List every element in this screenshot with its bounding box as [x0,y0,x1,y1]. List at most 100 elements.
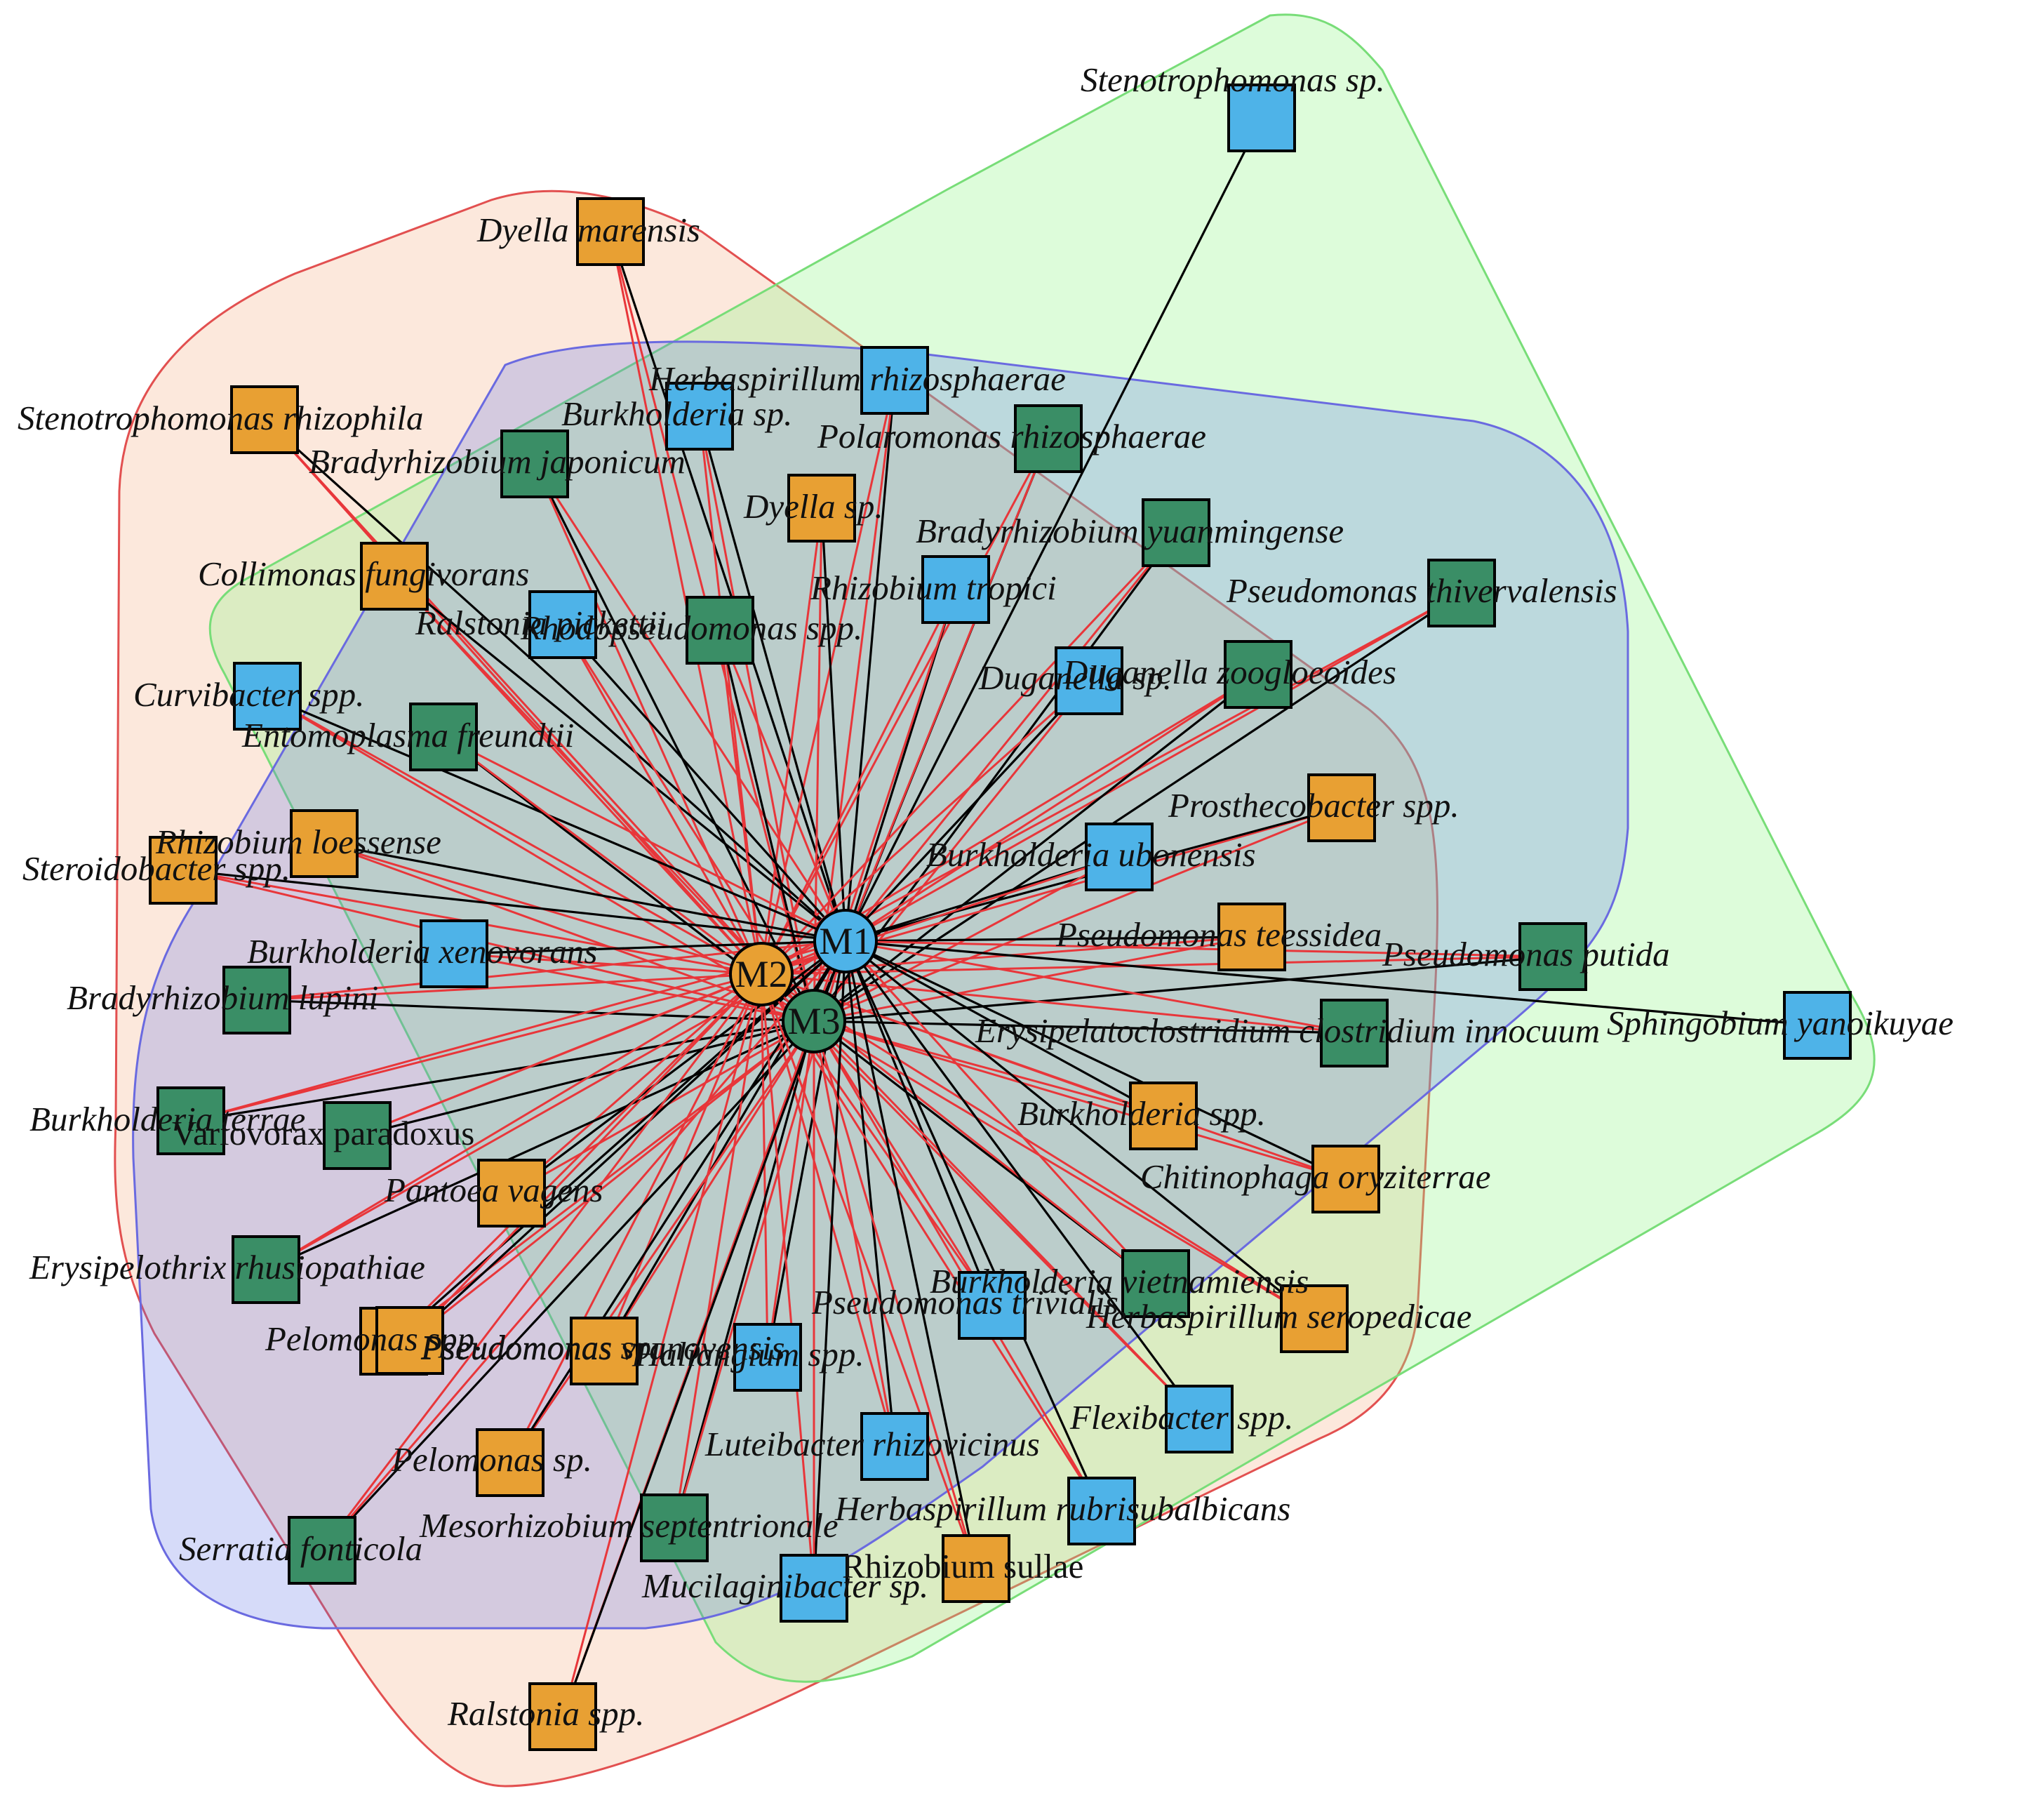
edge-m1-red [443,736,846,943]
edge-m3-black [813,955,1554,1023]
taxon-node [860,346,929,415]
taxon-node [1427,559,1496,627]
taxon-label: Rhodopseudomonas spp. [520,608,862,647]
taxon-square [375,1306,444,1375]
taxon-node [1142,498,1210,567]
edge-m2-red [761,955,1554,976]
taxon-square [476,1428,545,1497]
taxon-label: Curvibacter spp. [133,675,364,714]
taxon-square [222,966,291,1034]
edge-m2-red [719,630,763,975]
taxon-node [476,1428,545,1497]
taxon-label: Chitinophaga oryziterrae [1140,1157,1491,1196]
edge-m1-black [561,623,847,943]
taxon-node [528,590,597,659]
taxon-square [1055,646,1123,715]
edge-m3-red [603,1020,815,1352]
edge-m1-black [844,380,896,942]
taxon-square [1224,640,1292,709]
taxon-label: Mucilaginibacter sp. [641,1566,928,1605]
taxon-square [477,1159,546,1227]
edge-m1-red [321,940,847,1551]
edge-m3-red [813,1020,1103,1512]
edge-m3-black [673,1020,815,1529]
taxon-label: Prosthecobacter spp. [1168,786,1459,825]
taxon-square [1165,1385,1234,1453]
taxon-square [232,1235,300,1304]
edge-m1-black [182,869,846,943]
taxon-square [1311,1145,1380,1213]
edge-m1-red [845,592,1462,943]
taxon-node [1129,1082,1198,1150]
edge-m2-red [760,973,1201,1420]
edge-m2-red [561,624,763,975]
edge-m1-black [561,940,847,1717]
taxon-node [942,1534,1010,1603]
taxon-label: Pseudomonas teessidea [1055,915,1382,954]
edge-m2-red [760,589,957,975]
edge-m3-black [321,1020,815,1552]
taxon-square [570,1317,639,1385]
hub-circle [813,909,878,973]
edge-m1-red [844,438,1050,942]
edge-m1-black [263,418,847,943]
taxa-nodes: Stenotrophomonas sp. Dyella marensisHerba… [18,60,1953,1751]
hub-m1: M1 [813,909,878,973]
taxon-node [1311,1145,1380,1213]
edge-m2-red [760,507,823,975]
taxon-label: Stenotrophomonas sp. [1081,60,1385,99]
taxon-node [323,1101,392,1170]
taxon-label: Haliangium spp. [634,1335,864,1373]
taxon-label: Herbaspirillum rubrisubalbicans [834,1489,1290,1528]
edge-m2-red [408,973,763,1342]
edge-m2-red [263,418,763,976]
edge-m2-red [761,973,1355,1034]
taxon-node [1518,922,1587,991]
edge-m1-black [845,936,1253,943]
hub-m3: M3 [782,989,846,1053]
taxon-node [1121,1249,1190,1318]
taxon-label: Herbaspirillum seropedicae [1086,1297,1471,1336]
taxon-node [1055,646,1123,715]
edge-m2-red [256,973,762,1002]
taxon-label: Steroidobacter spp. [22,849,290,888]
taxon-node [222,966,291,1034]
taxon-label: Pelomonas sp. [391,1440,592,1479]
taxon-label: Rhizobium tropici [810,568,1057,607]
taxon-label: Stenotrophomonas rhizophila [18,399,424,437]
taxon-square [1067,1477,1136,1545]
taxon-label: Duganella zoogloeoides [1062,653,1396,691]
edge-m3-red [263,418,815,1023]
taxon-label: Dyella marensis [476,211,700,249]
taxon-square [665,382,734,451]
taxon-label: Bradyrhizobium japonicum [309,442,686,481]
edge-m2-red [760,380,896,975]
edge-m1-black [820,507,847,942]
taxon-node [1280,1284,1349,1353]
taxon-node [288,1516,356,1585]
edge-m1-black [844,940,1316,1320]
taxon-label: Flexibacter spp. [1069,1398,1293,1437]
taxon-label: Erysipelothrix rhusiopathiae [29,1248,425,1286]
taxon-label: Pantoea vagens [384,1171,603,1209]
edge-m3-red [813,1020,994,1306]
taxon-square [686,596,754,665]
taxon-square [733,1323,802,1392]
taxon-node [477,1159,546,1227]
edge-m3-black [813,592,1462,1023]
taxon-label: Pseudomonas putida [1382,935,1670,973]
edge-m1-black [845,940,1164,1117]
taxon-label: Pseudomonas thivervalensis [1226,571,1617,610]
edge-m1-black [323,842,846,943]
edge-m3-black [719,630,815,1022]
taxon-node [1165,1385,1234,1453]
taxon-label: Burkholderia ubonensis [926,835,1256,874]
taxon-label: Burkholderia vietnamiensis [930,1262,1309,1300]
hub-label: M1 [819,920,871,962]
taxon-node [570,1317,639,1385]
taxon-node [500,430,569,498]
taxon-node [686,596,754,665]
hub-label: M2 [735,953,787,995]
edge-m1-black [267,695,846,943]
edge-m1-black [813,940,847,1589]
